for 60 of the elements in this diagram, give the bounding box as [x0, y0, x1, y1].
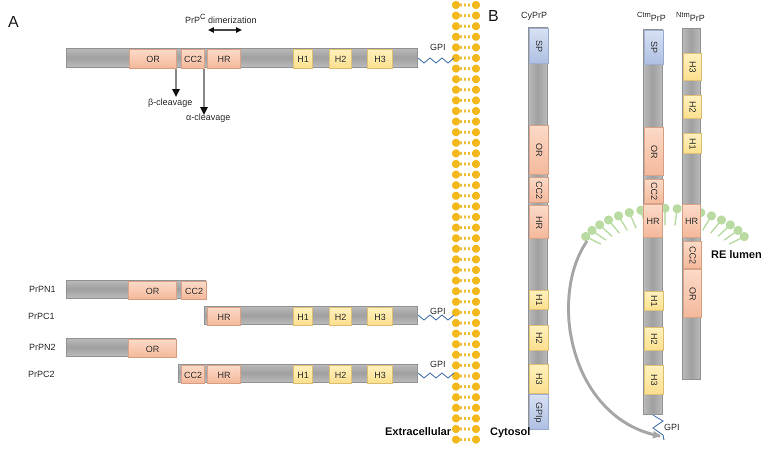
zigzag-line [652, 414, 664, 440]
domain-box: H2 [329, 307, 352, 326]
domain-box: H3 [367, 307, 393, 326]
panel-letter: B [488, 8, 499, 26]
protein-label: PrPN1 [29, 284, 56, 294]
domain-box: OR [128, 339, 177, 358]
domain-box: H1 [293, 307, 313, 326]
protein-bar [204, 306, 418, 325]
domain-box: H1 [529, 290, 549, 310]
domain-box: HR [207, 365, 241, 384]
domain-box: H3 [367, 365, 393, 384]
domain-box: GPIp [529, 394, 549, 430]
domain-box: H1 [293, 49, 313, 69]
domain-box: H1 [293, 365, 313, 384]
domain-box: SP [529, 28, 549, 64]
domain-box: OR [683, 269, 702, 318]
protein-bar [66, 48, 418, 68]
protein-label: CyPrP [521, 10, 548, 20]
protein-label: PrPN2 [29, 342, 56, 352]
anchor-label: GPI [430, 42, 446, 52]
region-label: Extracellular [385, 426, 452, 438]
protein-label: $^{Ctm}$PrP [637, 10, 666, 23]
domain-box: OR [129, 49, 177, 69]
arrow [200, 68, 208, 115]
anchor-label: GPI [430, 306, 446, 316]
arrow [567, 240, 661, 438]
domain-box: H2 [529, 325, 549, 351]
protein-label: PrPC2 [28, 369, 55, 379]
panel-letter: A [8, 14, 19, 32]
anchor-label: GPI [430, 359, 446, 369]
domain-box: H1 [644, 291, 664, 311]
domain-box: H3 [367, 49, 393, 69]
domain-box: H3 [683, 53, 702, 81]
domain-box: CC2 [181, 281, 207, 300]
annotation-label: PrP$^{C}$ dimerization [185, 12, 256, 25]
cleavage-label: α-cleavage [186, 112, 230, 124]
domain-box: H2 [644, 327, 664, 351]
domain-box: H2 [683, 95, 702, 119]
domain-box: HR [207, 49, 241, 69]
domain-box: CC2 [181, 365, 205, 384]
domain-box: H3 [644, 365, 664, 395]
domain-box: SP [644, 30, 664, 65]
domain-box: CC2 [181, 49, 205, 69]
protein-label: $^{Ntm}$PrP [676, 10, 705, 23]
domain-box: CC2 [644, 179, 664, 204]
domain-box: OR [529, 125, 549, 175]
domain-box: H3 [529, 364, 549, 394]
anchor-label: GPI [664, 422, 686, 434]
domain-box: H2 [329, 49, 352, 69]
domain-box: H2 [329, 365, 352, 384]
domain-box: OR [644, 127, 664, 176]
domain-box: HR [529, 205, 549, 239]
protein-bar [178, 364, 418, 383]
region-label: Cytosol [490, 426, 530, 438]
protein-label: PrPC1 [28, 311, 55, 321]
domain-box: CC2 [529, 177, 549, 203]
domain-box: HR [207, 307, 241, 326]
domain-box: H1 [683, 133, 702, 154]
domain-box: OR [128, 281, 177, 300]
arrow [172, 68, 180, 97]
